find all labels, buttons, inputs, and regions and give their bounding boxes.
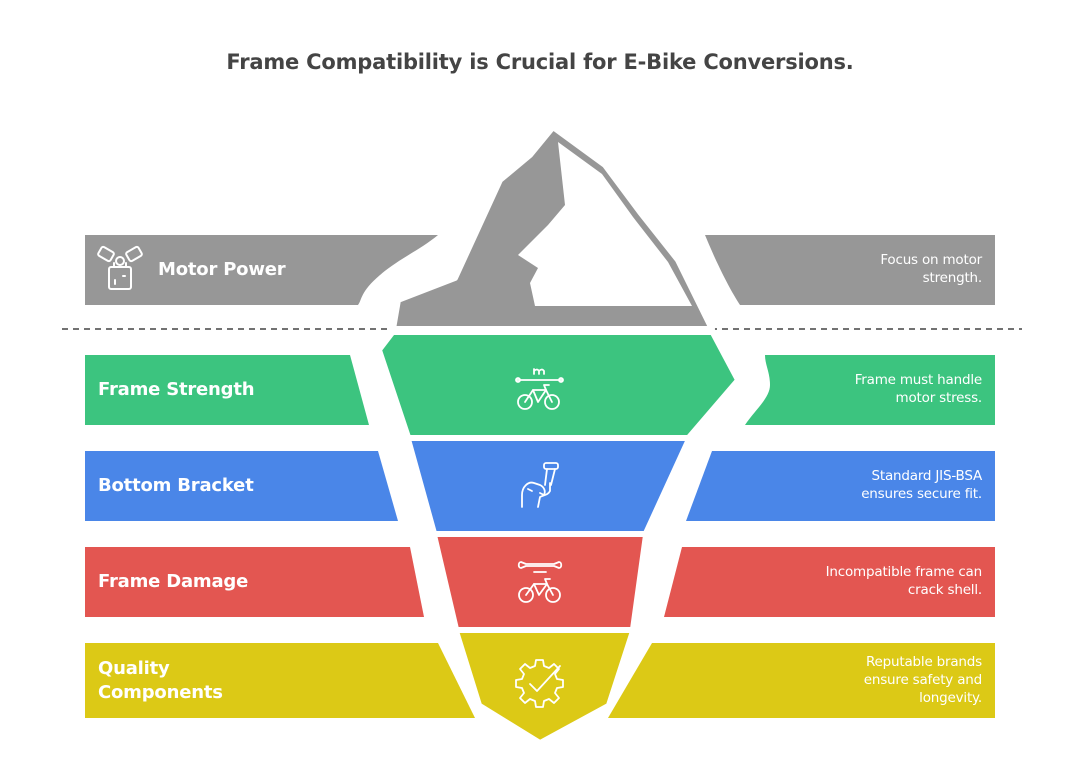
band-left-bracket — [85, 451, 398, 521]
band-right-motor — [705, 235, 995, 305]
iceberg-layer-bracket — [407, 437, 690, 535]
desc-quality-line-1: Reputable brands — [865, 654, 982, 670]
desc-strength-line-1: Frame must handle — [854, 372, 982, 388]
desc-frame-strength: Frame must handle motor stress. — [812, 371, 982, 407]
label-frame-damage: Frame Damage — [98, 571, 249, 592]
iceberg-layer-quality — [455, 629, 634, 744]
desc-quality-components: Reputable brands ensure safety and longe… — [812, 653, 982, 707]
band-left-motor — [85, 235, 438, 305]
desc-bracket-line-1: Standard JIS-BSA — [871, 468, 982, 484]
band-left-strength — [85, 355, 369, 425]
desc-quality-line-3: longevity. — [919, 690, 982, 706]
desc-bracket-line-2: ensures secure fit. — [861, 486, 982, 502]
wrench-hand-icon — [521, 462, 559, 508]
bike-repair-icon — [517, 561, 563, 603]
label-quality-line-2: Components — [98, 682, 223, 703]
bike-motor-icon — [515, 368, 564, 410]
desc-motor-power: Focus on motor strength. — [812, 251, 982, 287]
diagram-title: Frame Compatibility is Crucial for E-Bik… — [226, 50, 854, 74]
label-bottom-bracket: Bottom Bracket — [98, 475, 254, 496]
desc-damage-line-2: crack shell. — [907, 582, 982, 598]
desc-quality-line-2: ensure safety and — [863, 672, 982, 688]
label-frame-strength: Frame Strength — [98, 379, 255, 400]
quality-gear-icon — [515, 659, 564, 708]
desc-motor-line-1: Focus on motor — [880, 252, 982, 268]
iceberg-snow — [518, 142, 692, 306]
band-right-damage — [664, 547, 995, 617]
desc-motor-line-2: strength. — [922, 270, 983, 286]
iceberg-layer-damage — [433, 533, 647, 631]
band-left-quality — [85, 643, 475, 718]
label-quality-components: Quality Components — [98, 657, 223, 705]
label-motor-power: Motor Power — [158, 259, 286, 280]
desc-strength-line-2: motor stress. — [895, 390, 983, 406]
desc-frame-damage: Incompatible frame can crack shell. — [792, 563, 983, 599]
band-left-damage — [85, 547, 424, 617]
iceberg-layer-strength — [378, 331, 739, 439]
band-right-strength — [745, 355, 995, 425]
band-right-bracket — [686, 451, 995, 521]
desc-bottom-bracket: Standard JIS-BSA ensures secure fit. — [812, 467, 982, 503]
label-quality-line-1: Quality — [98, 658, 170, 679]
engine-icon — [97, 245, 143, 290]
band-right-quality — [608, 643, 995, 718]
desc-damage-line-1: Incompatible frame can — [825, 564, 983, 580]
